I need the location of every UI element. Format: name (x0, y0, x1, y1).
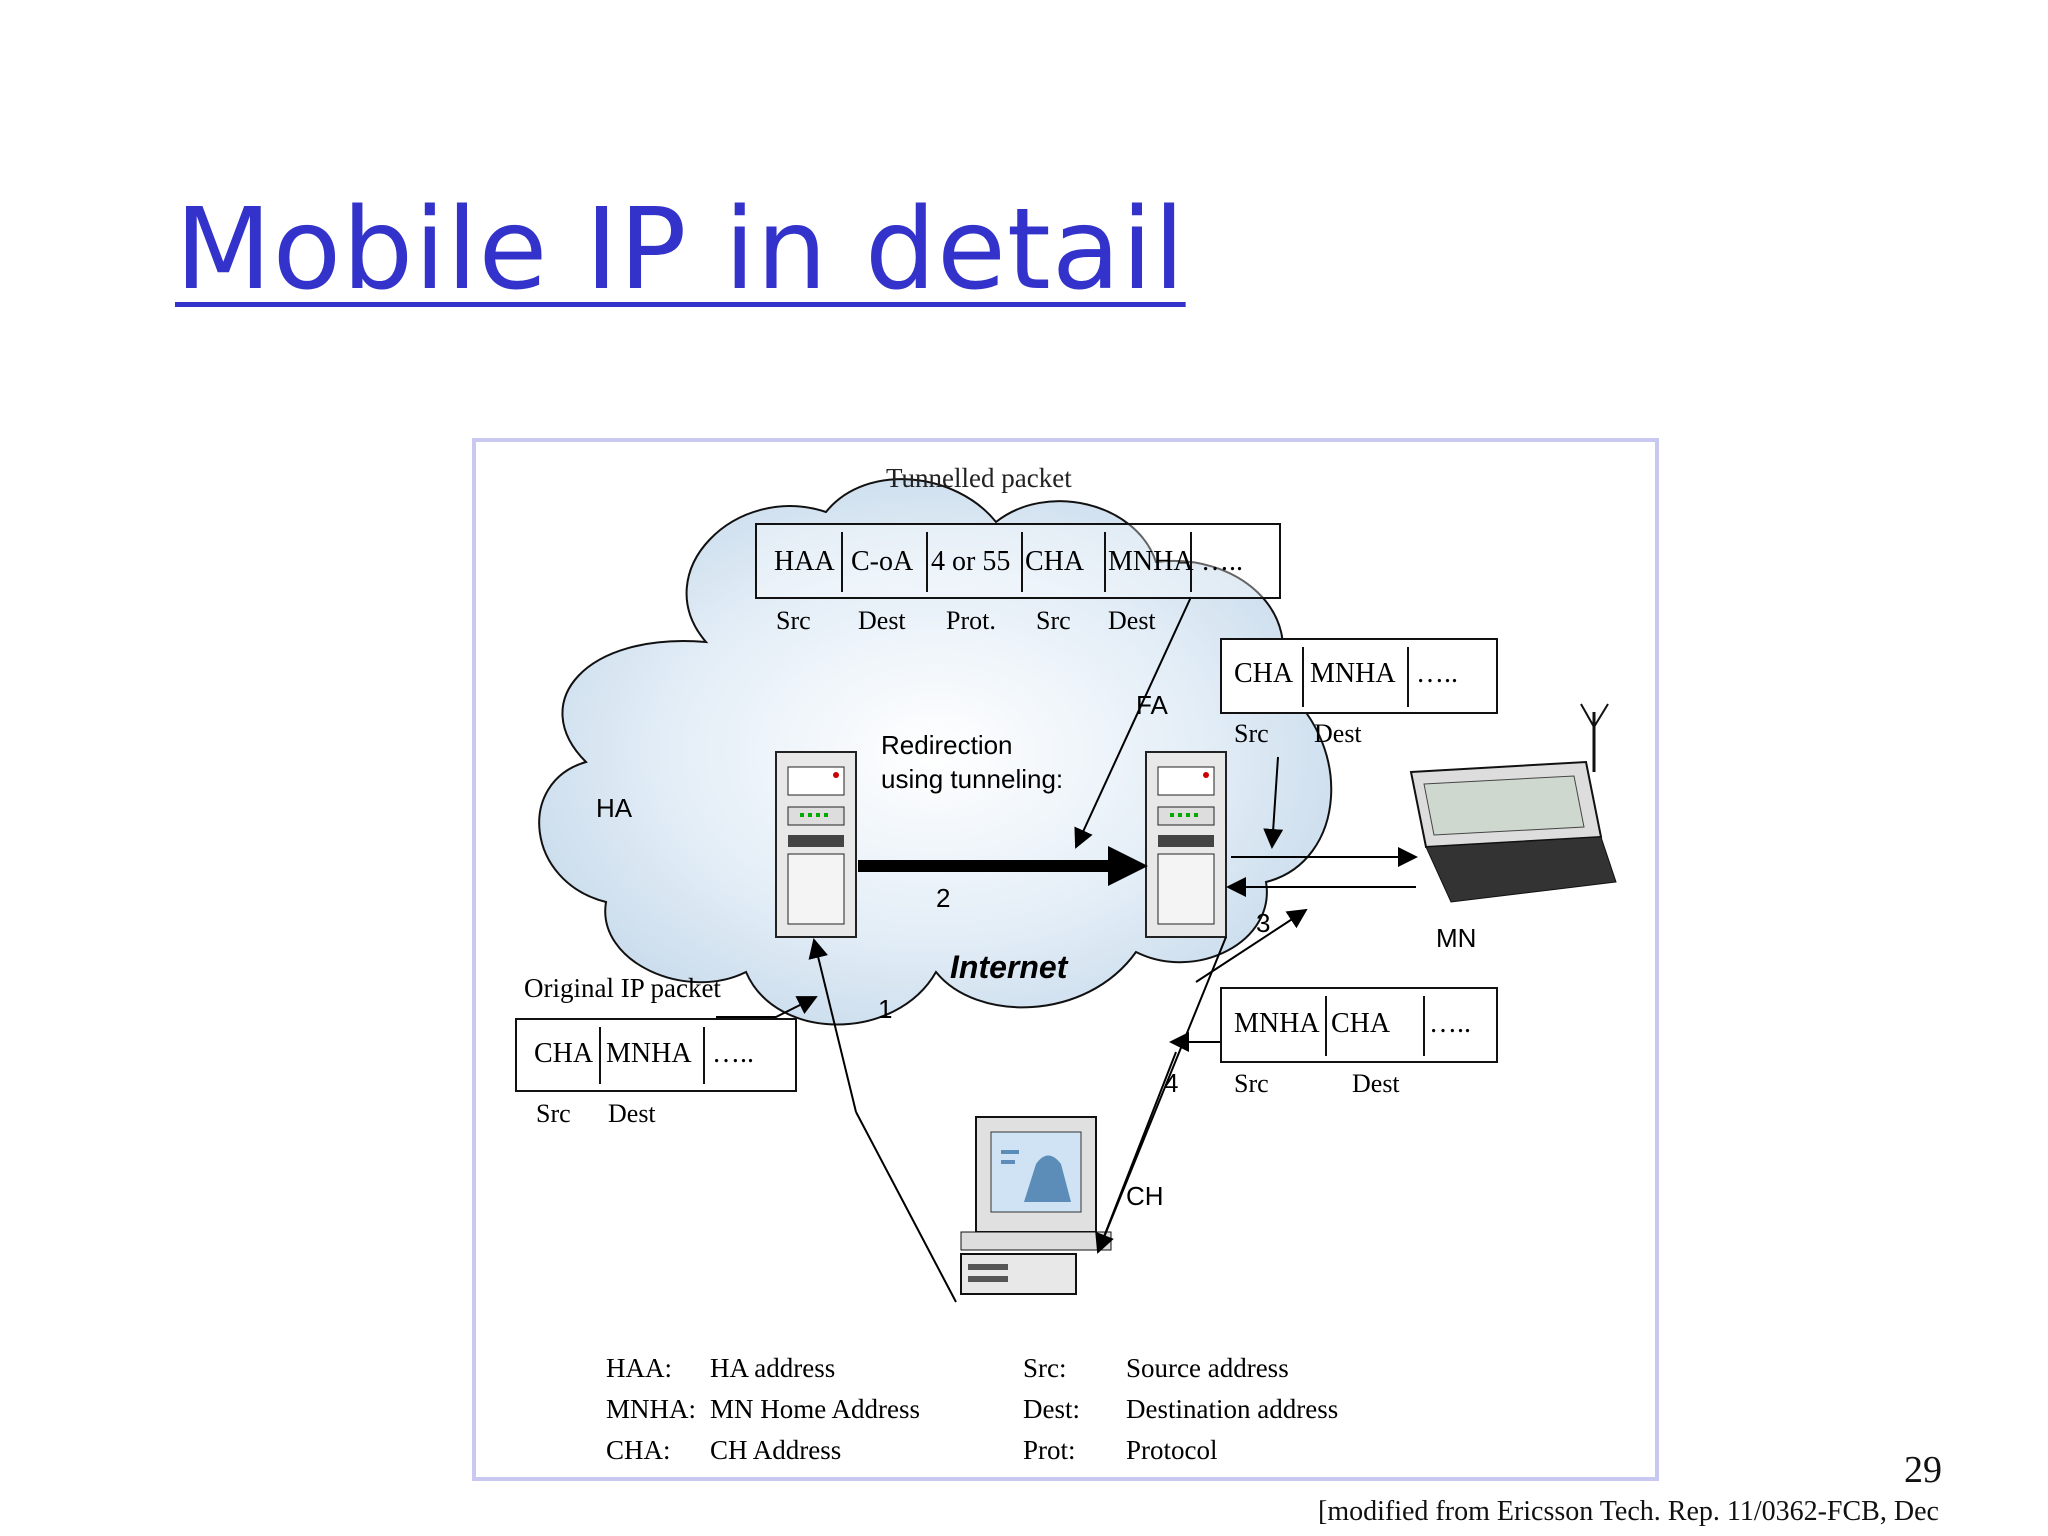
ch-label: CH (1126, 1181, 1164, 1211)
legend-desc: Source address (1126, 1353, 1289, 1383)
field-cha: CHA (534, 1038, 594, 1069)
legend-desc: Destination address (1126, 1394, 1338, 1424)
label-dest: Dest (1108, 606, 1156, 635)
field-more: ….. (1416, 658, 1458, 689)
legend-term: Prot: (1023, 1435, 1076, 1465)
ha-label: HA (596, 793, 633, 823)
tunnel-arrowhead (1108, 846, 1148, 886)
legend-desc: Protocol (1126, 1435, 1218, 1465)
source-credit: [modified from Ericsson Tech. Rep. 11/03… (1318, 1496, 1939, 1527)
redirection-label: using tunneling: (881, 764, 1063, 794)
original-packet: CHA MNHA ….. (515, 1018, 797, 1092)
label-src: Src (776, 606, 811, 635)
tunnelled-packet: HAA C-oA 4 or 55 CHA MNHA ….. (755, 523, 1281, 599)
label-dest: Dest (608, 1099, 656, 1128)
field-coa: C-oA (851, 546, 914, 577)
fa-label: FA (1136, 690, 1168, 720)
step-4: 4 (1164, 1068, 1178, 1098)
ha-router-icon (775, 751, 857, 938)
legend-desc: CH Address (710, 1435, 841, 1465)
label-dest: Dest (1352, 1069, 1400, 1098)
field-more: ….. (1201, 546, 1243, 577)
slide-title: Mobile IP in detail (175, 185, 1186, 315)
field-more: ….. (712, 1038, 754, 1069)
flow-arrows (716, 596, 1418, 1303)
label-dest: Dest (1314, 719, 1362, 748)
label-src: Src (536, 1099, 571, 1128)
field-cha: CHA (1025, 546, 1085, 577)
internet-label: Internet (950, 949, 1069, 985)
field-cha: CHA (1234, 658, 1294, 689)
original-caption: Original IP packet (524, 973, 721, 1003)
label-src: Src (1036, 606, 1071, 635)
mobile-ip-diagram: Tunnelled packet HAA C-oA 4 or 55 CHA MN… (472, 438, 1659, 1481)
step-2: 2 (936, 883, 950, 913)
field-mnha: MNHA (606, 1038, 692, 1069)
step-3: 3 (1256, 908, 1270, 938)
label-src: Src (1234, 1069, 1269, 1098)
legend-term: HAA: (606, 1353, 672, 1383)
mn-label: MN (1436, 923, 1476, 953)
label-dest: Dest (858, 606, 906, 635)
field-more: ….. (1429, 1008, 1471, 1039)
field-cha: CHA (1331, 1008, 1391, 1039)
desktop-computer-icon (960, 1116, 1112, 1295)
field-mnha: MNHA (1310, 658, 1396, 689)
laptop-icon (1409, 703, 1617, 903)
field-mnha: MNHA (1234, 1008, 1320, 1039)
legend-term: Src: (1023, 1353, 1067, 1383)
step-1: 1 (878, 994, 892, 1024)
legend-desc: HA address (710, 1353, 835, 1383)
redirection-label: Redirection (881, 730, 1013, 760)
fa-packet: CHA MNHA ….. (1220, 638, 1498, 714)
field-mnha: MNHA (1108, 546, 1194, 577)
legend-term: CHA: (606, 1435, 671, 1465)
fa-router-icon (1145, 751, 1227, 938)
field-prot: 4 or 55 (931, 546, 1010, 577)
legend: HAA: HA address MNHA: MN Home Address CH… (606, 1353, 1338, 1465)
field-haa: HAA (774, 546, 835, 577)
internet-cloud (538, 478, 1333, 1026)
label-prot: Prot. (946, 606, 996, 635)
page-number: 29 (1904, 1449, 1942, 1491)
reply-packet: MNHA CHA ….. (1220, 987, 1498, 1063)
tunnelled-caption: Tunnelled packet (886, 463, 1072, 493)
legend-term: Dest: (1023, 1394, 1080, 1424)
legend-desc: MN Home Address (710, 1394, 920, 1424)
label-src: Src (1234, 719, 1269, 748)
legend-term: MNHA: (606, 1394, 696, 1424)
